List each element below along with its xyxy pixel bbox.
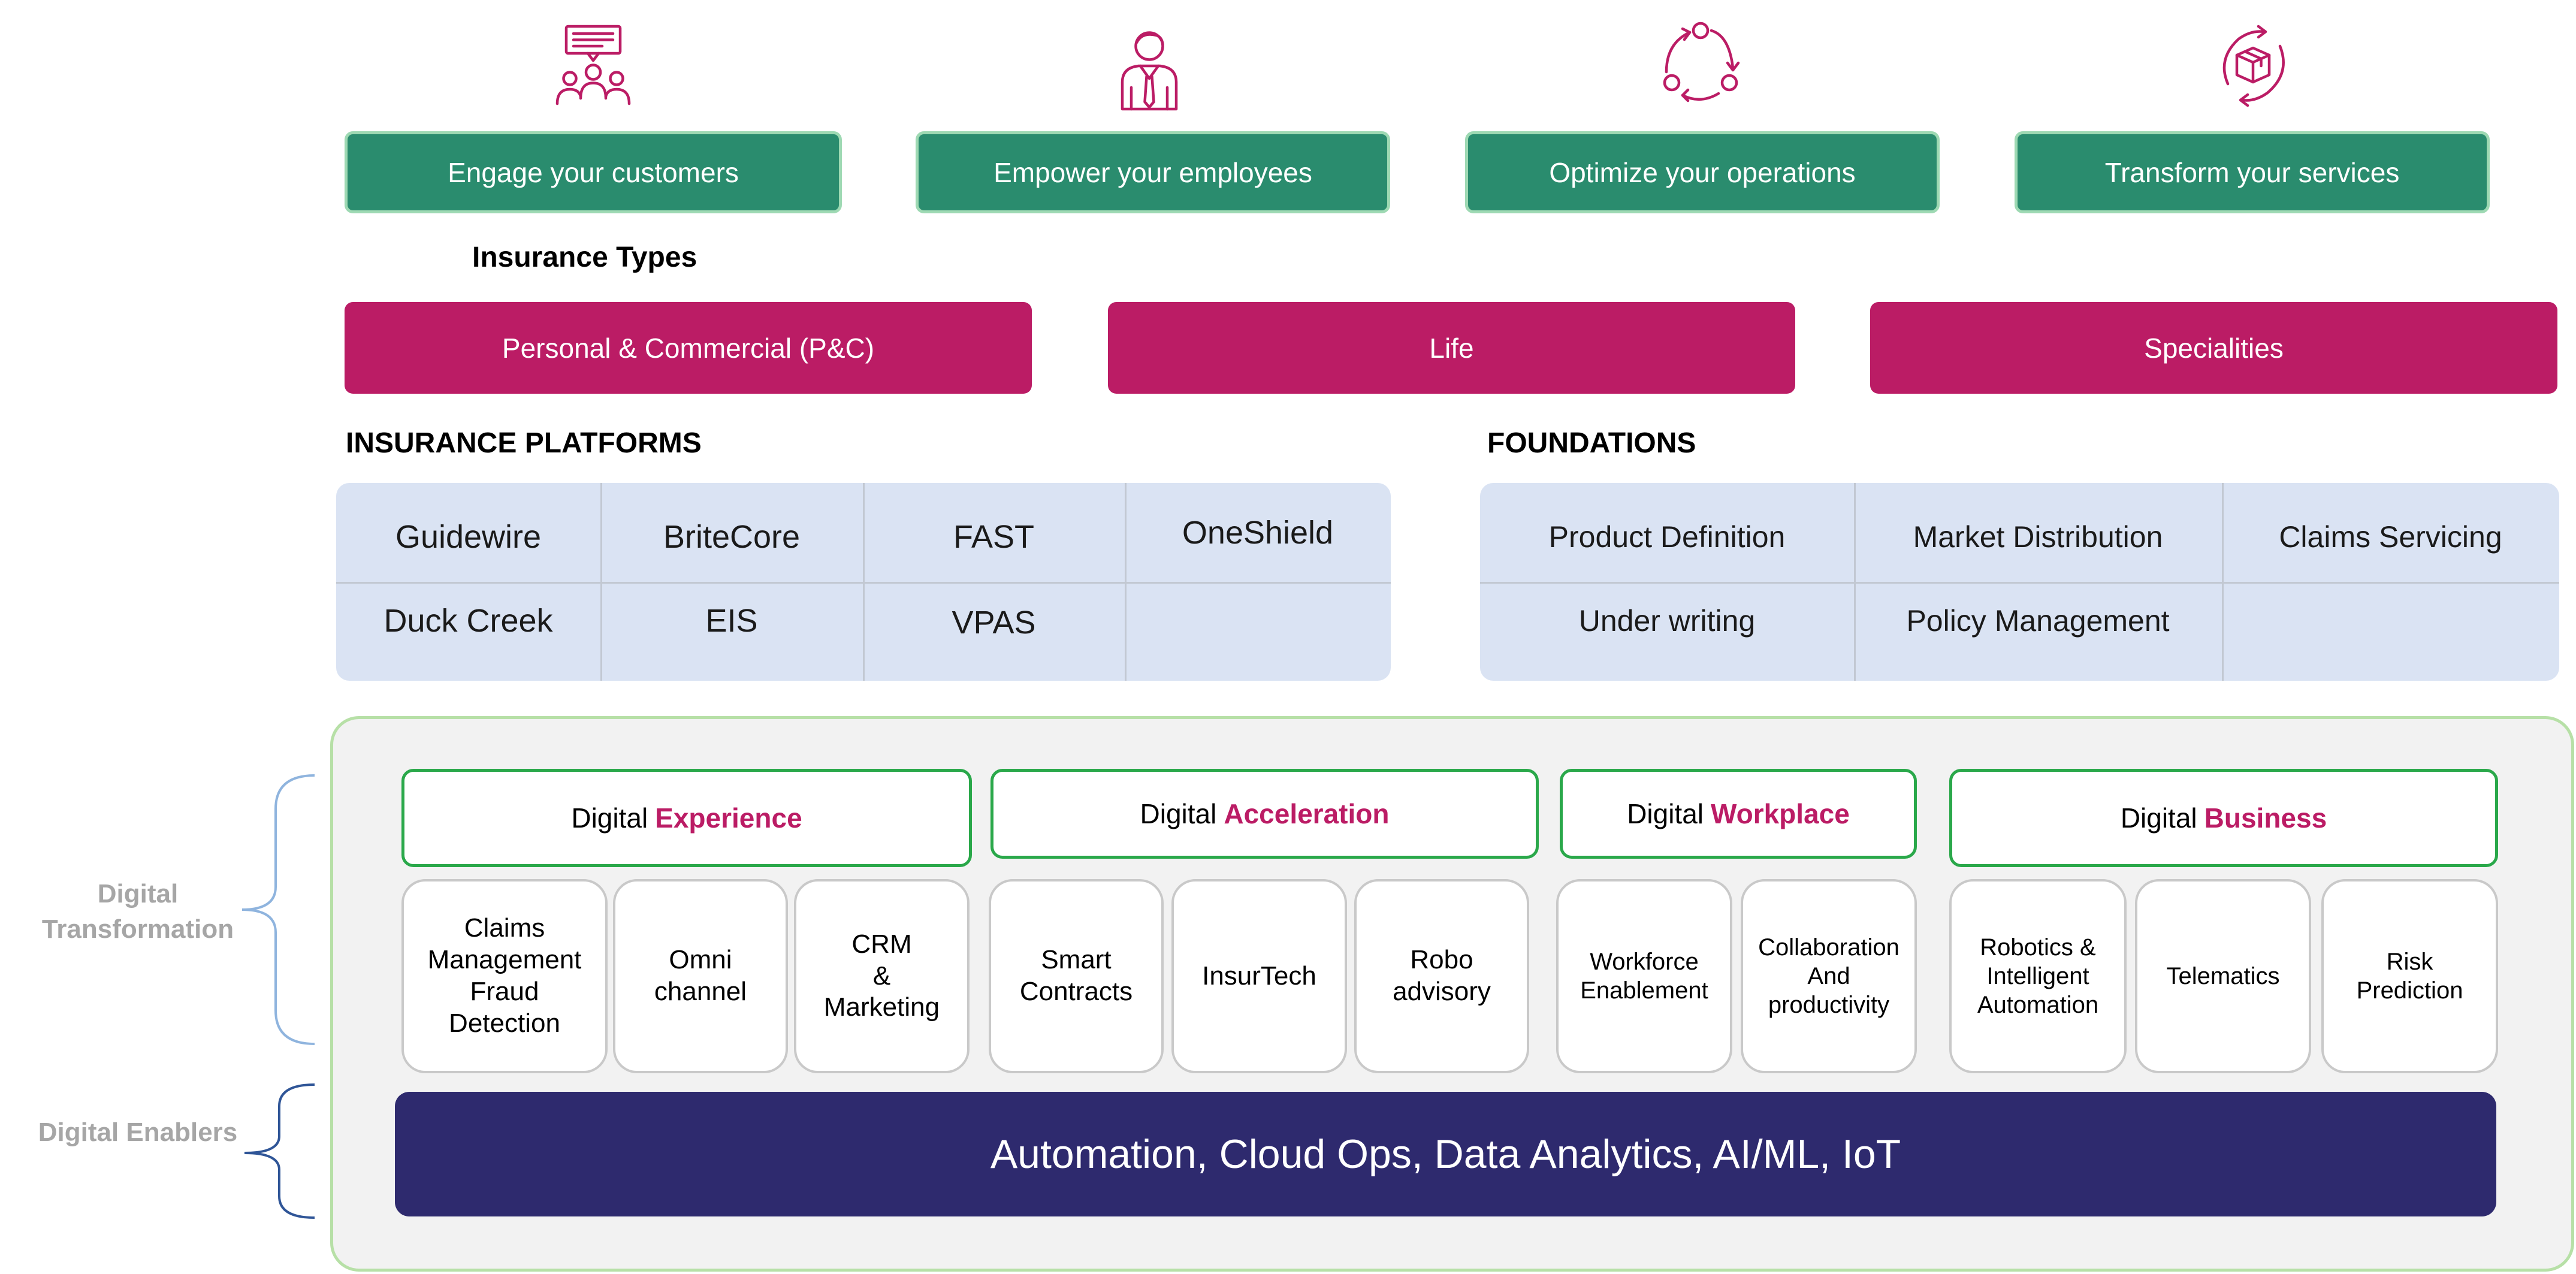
insurtech-card[interactable]: InsurTech [1171,879,1347,1073]
foundations-grid: Product Definition Market Distribution C… [1480,483,2559,681]
platform-cell[interactable]: Guidewire [395,519,542,555]
crm-marketing-card[interactable]: CRM&Marketing [794,879,970,1073]
platform-cell[interactable]: VPAS [952,604,1036,641]
telematics-card[interactable]: Telematics [2135,879,2311,1073]
workplace-label: Workplace [1711,798,1850,829]
platform-cell[interactable] [1125,582,1391,663]
insurance-types-heading: Insurance Types [472,241,697,273]
type-pc-button[interactable]: Personal & Commercial (P&C) [345,302,1032,394]
empower-employees-button[interactable]: Empower your employees [916,131,1390,213]
platform-cell[interactable]: BriteCore [663,519,801,555]
business-label: Business [2204,802,2327,834]
cycle-icon [1656,18,1745,108]
foundation-cell[interactable] [2222,582,2559,660]
platform-cell[interactable]: Duck Creek [383,603,553,639]
digital-enablers-label: Digital Enablers [38,1118,238,1147]
type-specialities-button[interactable]: Specialities [1870,302,2557,394]
acceleration-label: Acceleration [1224,798,1390,829]
digital-prefix: Digital [1627,798,1704,829]
insurance-platforms-heading: INSURANCE PLATFORMS [346,427,702,459]
box-cycle-icon [2208,21,2298,111]
optimize-operations-button[interactable]: Optimize your operations [1465,131,1940,213]
experience-label: Experience [655,802,802,834]
type-life-button[interactable]: Life [1108,302,1795,394]
platform-cell[interactable]: EIS [705,603,758,639]
foundation-cell[interactable]: Claims Servicing [2279,520,2502,554]
enablers-brace [244,1083,315,1219]
transformation-brace [241,774,315,1045]
engage-customers-button[interactable]: Engage your customers [345,131,842,213]
foundation-cell[interactable]: Market Distribution [1913,520,2163,554]
platform-cell[interactable]: FAST [953,519,1035,555]
employee-icon [1104,23,1194,113]
digital-prefix: Digital [1140,798,1217,829]
digital-prefix: Digital [571,802,648,834]
digital-prefix: Digital [2120,802,2197,834]
foundation-cell[interactable]: Policy Management [1906,604,2170,638]
foundation-cell[interactable]: Product Definition [1548,520,1786,554]
foundation-cell[interactable]: Under writing [1578,604,1756,638]
platform-cell[interactable]: OneShield [1182,514,1334,551]
transform-services-button[interactable]: Transform your services [2015,131,2490,213]
platforms-grid: Guidewire BriteCore FAST OneShield Duck … [336,483,1391,681]
customers-chat-icon [548,23,638,113]
digital-enablers-bar[interactable]: Automation, Cloud Ops, Data Analytics, A… [395,1092,2496,1216]
foundations-heading: FOUNDATIONS [1487,427,1696,459]
